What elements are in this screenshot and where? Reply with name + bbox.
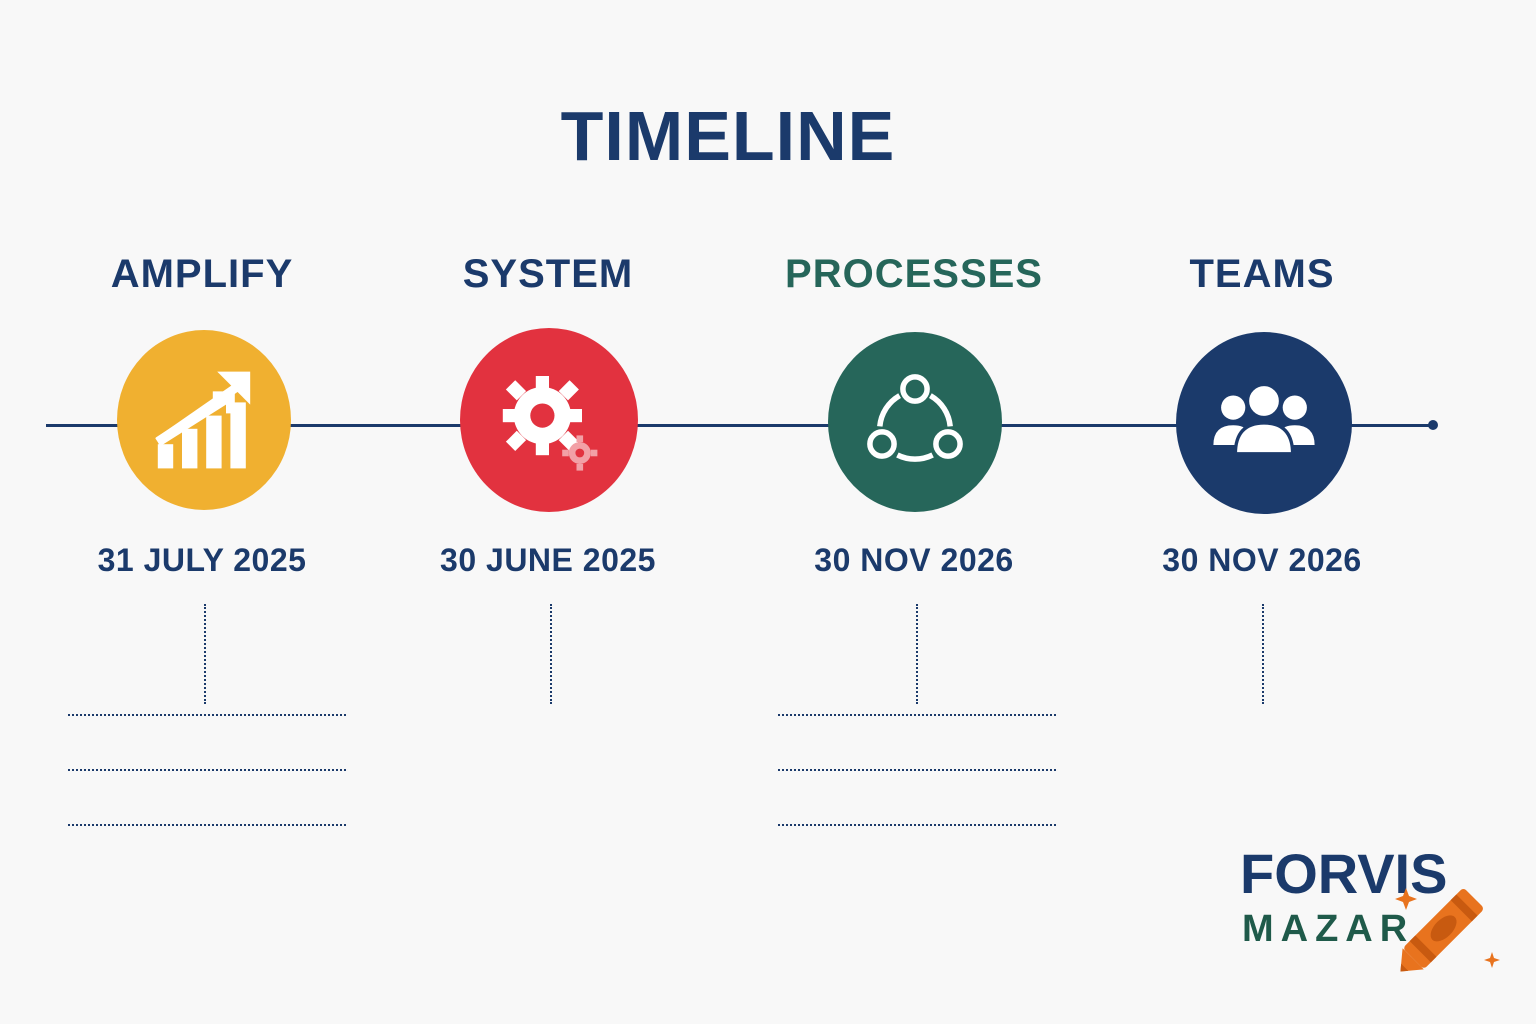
gears-icon bbox=[502, 376, 598, 471]
note-line bbox=[778, 824, 1056, 826]
milestone-title: PROCESSES bbox=[785, 252, 1043, 296]
milestone-circle bbox=[117, 330, 291, 510]
milestone-circle bbox=[828, 332, 1002, 512]
page-title: TIMELINE bbox=[560, 97, 896, 175]
crayon-icon bbox=[1395, 888, 1500, 972]
milestone-date: 30 NOV 2026 bbox=[1162, 542, 1362, 578]
connector-line bbox=[916, 604, 918, 704]
milestone-date: 30 NOV 2026 bbox=[814, 542, 1014, 578]
people-group-icon bbox=[1213, 382, 1315, 456]
milestone-circle bbox=[1176, 332, 1352, 514]
note-line bbox=[68, 824, 346, 826]
milestone-system: SYSTEM 30 JUNE bbox=[388, 240, 708, 720]
note-line bbox=[778, 714, 1056, 716]
logo-wordmark-bottom: MAZAR bbox=[1242, 908, 1415, 950]
milestone-title: TEAMS bbox=[1189, 252, 1335, 296]
brand-logo: FORVIS MAZAR bbox=[1240, 846, 1510, 986]
milestone-teams: TEAMS 30 NOV 2026 bbox=[1102, 240, 1422, 720]
milestone-processes: PROCESSES 30 NOV 2026 bbox=[754, 240, 1074, 826]
milestone-title: SYSTEM bbox=[462, 252, 634, 296]
milestone-title: AMPLIFY bbox=[110, 252, 294, 296]
connector-line bbox=[550, 604, 552, 704]
note-line bbox=[778, 769, 1056, 771]
note-line bbox=[68, 769, 346, 771]
note-line bbox=[68, 714, 346, 716]
timeline-axis bbox=[46, 424, 1434, 427]
milestone-circle bbox=[460, 328, 638, 512]
milestone-date: 30 JUNE 2025 bbox=[440, 542, 656, 578]
logo-wordmark-top: FORVIS bbox=[1240, 842, 1448, 905]
growth-chart-icon bbox=[155, 371, 251, 469]
connector-line bbox=[204, 604, 206, 704]
milestone-date: 31 JULY 2025 bbox=[97, 542, 307, 578]
timeline-end-dot bbox=[1428, 420, 1438, 430]
milestone-amplify: AMPLIFY 31 JULY 2025 bbox=[42, 240, 362, 826]
cycle-nodes-icon bbox=[867, 374, 963, 462]
connector-line bbox=[1262, 604, 1264, 704]
